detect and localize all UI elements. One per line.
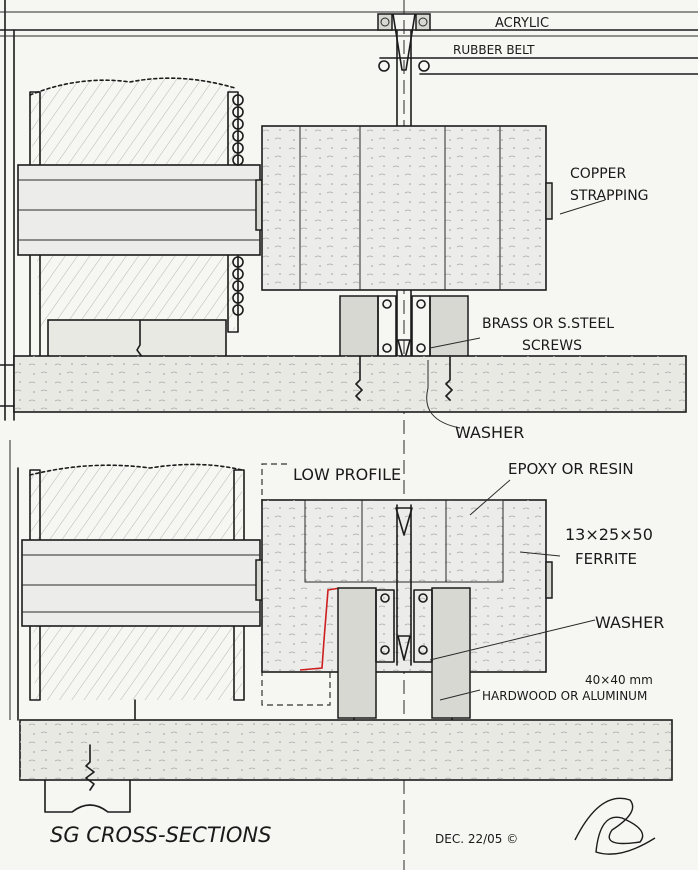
label-low-profile: LOW PROFILE	[293, 465, 401, 484]
bottom-leaders	[429, 479, 596, 701]
bottom-spool	[21, 463, 263, 761]
label-ferrite-dims: 13×25×50	[565, 525, 653, 544]
top-ferrite-core	[261, 125, 553, 291]
label-ferrite: FERRITE	[575, 550, 637, 568]
top-base-board	[0, 355, 687, 413]
top-leaders	[426, 199, 606, 429]
drawing-title: SG CROSS-SECTIONS	[50, 823, 271, 847]
top-frame	[0, 0, 698, 421]
bottom-base-board	[19, 719, 673, 813]
label-screws-2: SCREWS	[522, 338, 582, 354]
label-block-dims: 40×40 mm	[585, 673, 653, 687]
red-epoxy-line	[299, 587, 341, 671]
signature	[574, 797, 656, 855]
top-bearing-blocks	[339, 295, 469, 363]
label-acrylic: ACRYLIC	[495, 16, 549, 31]
label-washer-top: WASHER	[455, 423, 524, 442]
label-screws-1: BRASS OR S.STEEL	[482, 316, 614, 332]
top-bearing	[377, 13, 431, 72]
label-copper-2: STRAPPING	[570, 188, 649, 204]
top-spool	[17, 77, 263, 381]
label-copper-1: COPPER	[570, 166, 627, 182]
drawing-date: DEC. 22/05 ©	[435, 832, 518, 846]
bottom-frame	[9, 440, 19, 721]
label-washer-bottom: WASHER	[595, 613, 664, 632]
label-epoxy: EPOXY OR RESIN	[508, 460, 634, 478]
label-rubber-belt: RUBBER BELT	[453, 43, 535, 57]
label-hardwood: HARDWOOD OR ALUMINUM	[482, 689, 647, 703]
